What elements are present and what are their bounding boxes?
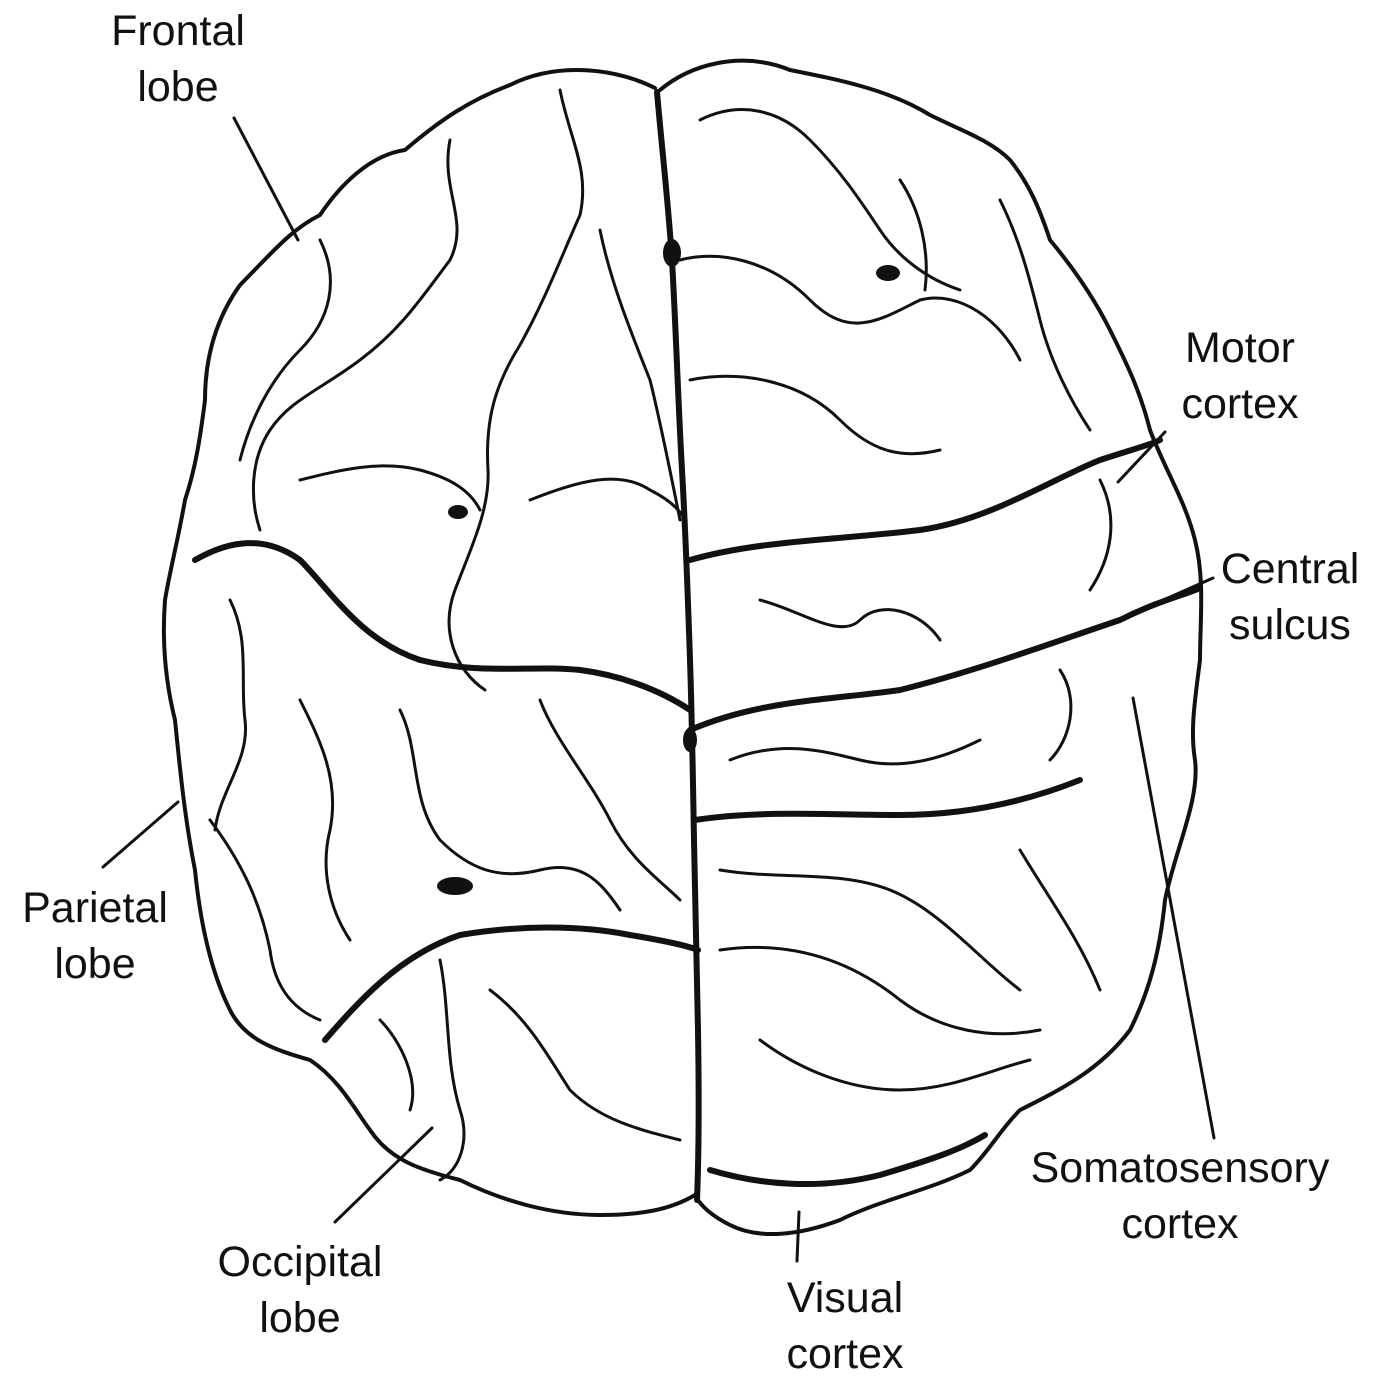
sulcus-detail	[760, 600, 940, 640]
sulcus-detail	[680, 256, 1020, 360]
frontal-lobe-label: Frontal lobe	[88, 3, 268, 115]
occipital-lobe-label: Occipital lobe	[190, 1234, 410, 1346]
left-hemisphere-outline	[164, 70, 695, 1215]
fissure-blob	[448, 505, 468, 519]
sulcus-detail	[449, 90, 583, 690]
fissure-blob	[437, 877, 473, 895]
motor-cortex-leader	[1118, 432, 1165, 482]
visual-cortex-label: Visual cortex	[750, 1270, 940, 1382]
parietal-lobe-label: Parietal lobe	[0, 880, 190, 992]
sulcus-detail	[530, 479, 685, 520]
central-sulcus-leader	[1100, 578, 1213, 628]
sulcus-detail	[700, 110, 960, 290]
sulcus-detail	[300, 466, 480, 510]
parietal-lobe-leader	[103, 802, 178, 867]
fissure-blob	[876, 265, 900, 281]
occipital-right-boundary	[710, 1135, 985, 1184]
sulcus-detail	[215, 600, 246, 830]
fissure-blob	[683, 728, 697, 752]
sulcus-detail	[760, 1040, 1030, 1090]
sulcus-detail	[440, 960, 464, 1180]
central-sulcus-right	[690, 440, 1160, 560]
sulcus-detail	[1020, 850, 1100, 990]
occipital-lobe-leader	[335, 1128, 432, 1222]
sulcus-detail	[400, 710, 620, 910]
right-hemisphere-outline	[660, 61, 1201, 1234]
sulcus-detail	[720, 870, 1020, 990]
postcentral-right	[695, 780, 1080, 820]
frontal-lobe-leader	[234, 118, 298, 240]
sulcus-detail	[300, 700, 350, 940]
somatosensory-leader	[1133, 698, 1214, 1138]
visual-cortex-leader	[797, 1212, 799, 1261]
motor-cortex-label: Motor cortex	[1150, 320, 1330, 432]
sulcus-detail	[720, 947, 1040, 1033]
sulcus-detail	[690, 376, 940, 453]
sulcus-detail	[380, 1020, 413, 1110]
sulcus-detail	[600, 230, 680, 520]
somatosensory-cortex-label: Somatosensory cortex	[990, 1140, 1370, 1252]
sulcus-detail	[1090, 480, 1111, 590]
sulcus-detail	[730, 740, 980, 764]
central-sulcus-label: Central sulcus	[1200, 541, 1380, 653]
sulcus-detail	[1050, 670, 1071, 760]
sulcus-detail	[540, 700, 680, 900]
fissure-blob	[663, 239, 681, 267]
central-sulcus-right-lower	[690, 588, 1200, 730]
sulcus-detail	[210, 820, 320, 1020]
central-sulcus-left	[195, 543, 690, 710]
sulcus-detail	[1000, 200, 1090, 430]
sulcus-detail	[490, 990, 680, 1140]
